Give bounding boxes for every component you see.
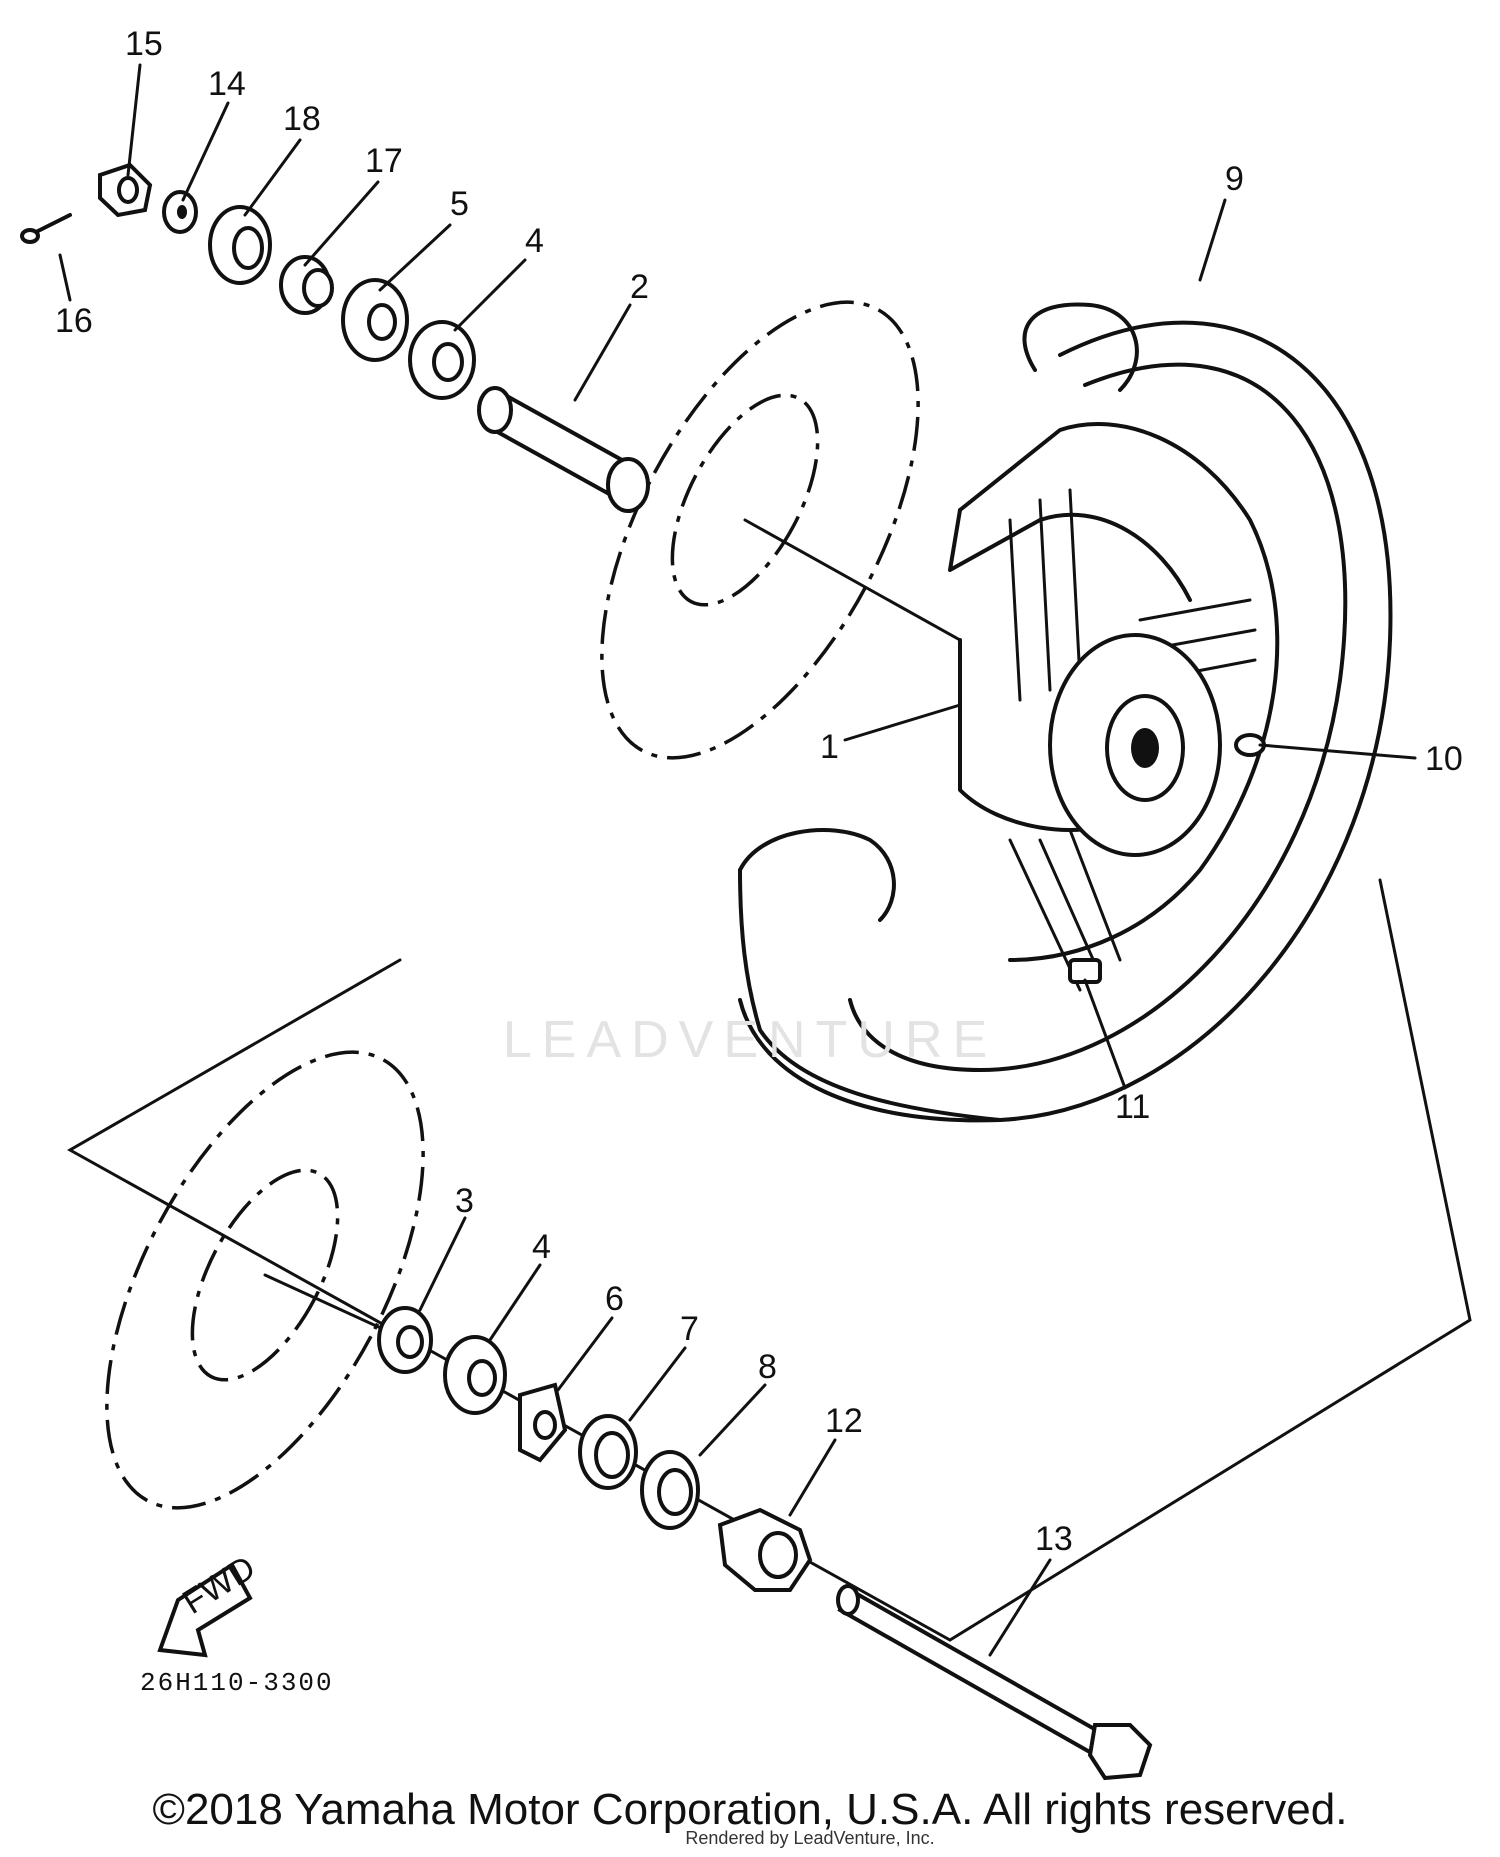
watermark: LEADVENTURE <box>502 1011 998 1069</box>
callout-10: 10 <box>1425 740 1463 778</box>
cotter-pin <box>20 213 72 244</box>
forward-arrow-icon: FWD <box>157 1549 262 1658</box>
oil-seal-lower <box>640 1450 700 1530</box>
callout-1: 1 <box>820 728 839 766</box>
callout-14: 14 <box>208 65 246 103</box>
callout-4-lower: 4 <box>532 1228 551 1266</box>
bearing-lower-b <box>443 1335 507 1415</box>
collar <box>477 386 650 513</box>
diagram-reference-code: 26H110-3300 <box>140 1668 334 1698</box>
dust-cover <box>208 205 272 285</box>
spokes <box>1008 488 1257 992</box>
callout-11: 11 <box>1115 1088 1150 1126</box>
callout-17: 17 <box>365 142 403 180</box>
axle-nut <box>98 162 153 218</box>
callout-5: 5 <box>450 185 469 223</box>
thrust-washer <box>578 1414 638 1490</box>
guide-plane-outline <box>66 878 1472 1642</box>
bearing-upper <box>408 320 476 400</box>
callout-18: 18 <box>283 100 321 138</box>
tire <box>738 302 1393 1123</box>
washer <box>162 190 198 234</box>
lower-brake-disc <box>105 1050 425 1510</box>
callout-4-upper: 4 <box>525 222 544 260</box>
callout-3: 3 <box>455 1182 474 1220</box>
callout-numbers: 15 14 18 17 5 4 2 9 1 10 11 16 3 4 6 7 8… <box>55 25 1463 1558</box>
spacer <box>279 255 334 315</box>
callout-8: 8 <box>758 1348 777 1386</box>
axis-line-lower <box>263 1273 387 1332</box>
clutch-retainer <box>518 1382 568 1463</box>
wheel-rim <box>948 422 1280 992</box>
callout-6: 6 <box>605 1280 624 1318</box>
copyright-notice: ©2018 Yamaha Motor Corporation, U.S.A. A… <box>152 1785 1348 1834</box>
meter-gear-unit <box>717 1507 813 1592</box>
axis-line-upper <box>743 518 962 642</box>
callout-12: 12 <box>825 1402 863 1440</box>
callout-13: 13 <box>1035 1520 1073 1558</box>
callout-7: 7 <box>680 1310 699 1348</box>
oil-seal-upper <box>341 278 409 362</box>
callout-15: 15 <box>125 25 163 63</box>
bearing-lower-a <box>377 1306 433 1374</box>
rendered-by-note: Rendered by LeadVenture, Inc. <box>685 1828 935 1848</box>
wheel-axle <box>836 1584 1153 1781</box>
callout-9: 9 <box>1225 160 1244 198</box>
callout-2: 2 <box>630 268 649 306</box>
leader-lines <box>58 63 1417 1657</box>
callout-16: 16 <box>55 302 93 340</box>
